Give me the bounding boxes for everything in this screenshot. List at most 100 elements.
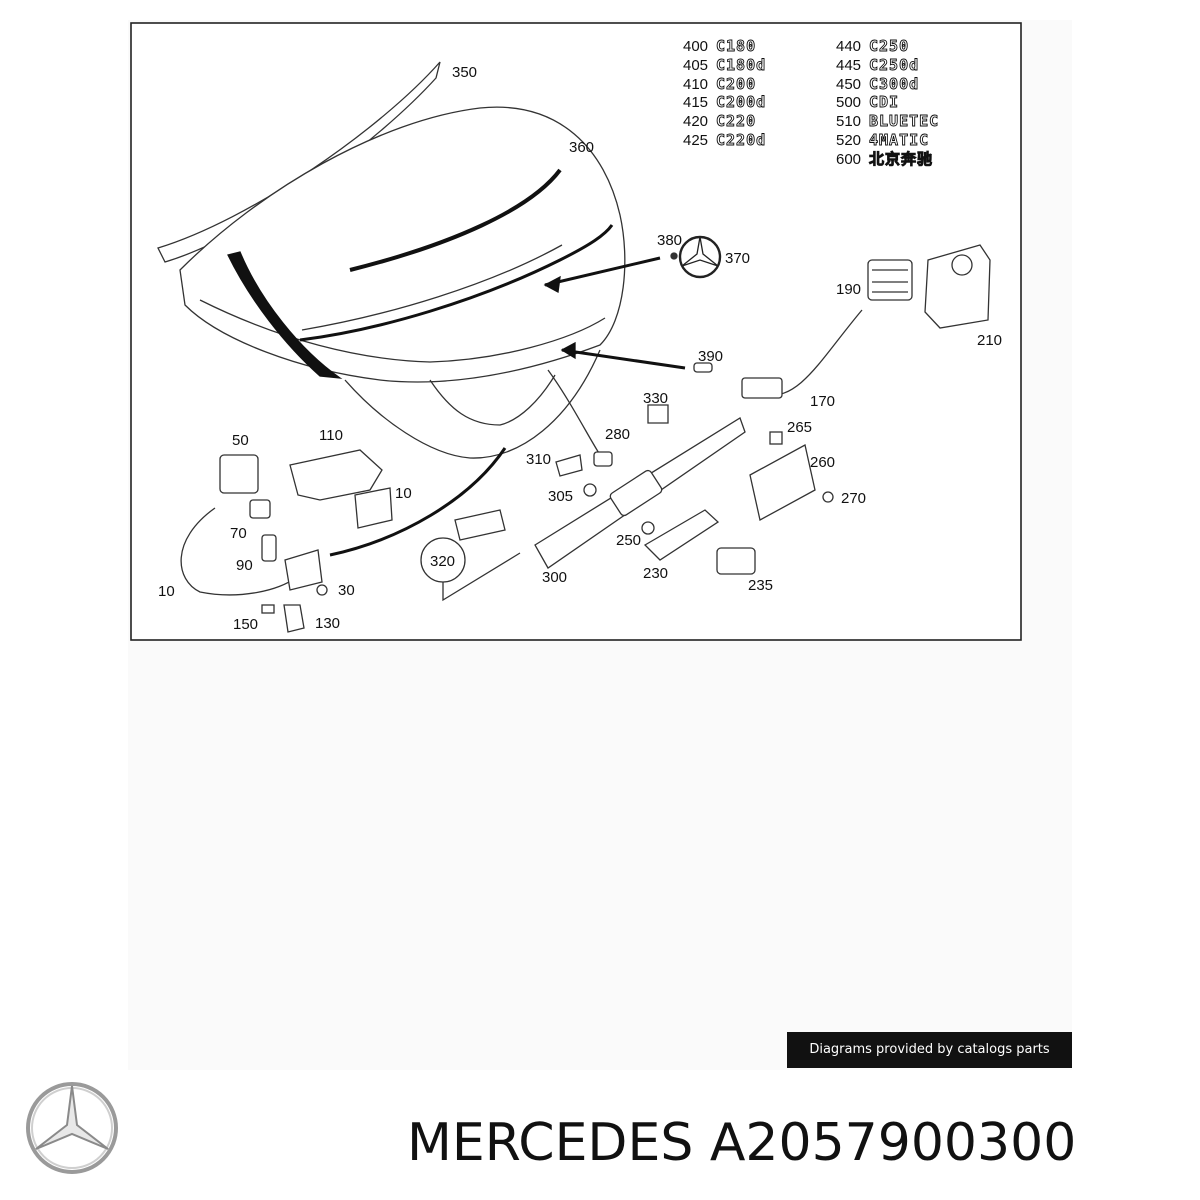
trunk-lid-outline — [179, 106, 626, 383]
black-trim-strip — [227, 251, 343, 379]
lock-10a — [354, 487, 393, 529]
camera-230 — [643, 509, 720, 561]
badge-num-410: 410 — [683, 76, 708, 93]
callout-270: 270 — [841, 490, 866, 507]
badge-num-420: 420 — [683, 113, 708, 130]
badge-num-520: 520 — [836, 132, 861, 149]
sweep-line — [329, 447, 507, 557]
badge-label-445: C250d — [869, 56, 919, 74]
switch-235 — [716, 547, 756, 575]
badge-num-510: 510 — [836, 113, 861, 130]
rod-connector — [593, 451, 613, 467]
callout-280: 280 — [605, 426, 630, 443]
handle-window — [609, 469, 663, 517]
actuator-detail — [872, 269, 908, 293]
badge-legend-left: 400 C180 405 C180d 410 C200 415 C200d 42… — [683, 37, 766, 150]
callout-380: 380 — [657, 232, 682, 249]
badge-num-405: 405 — [683, 57, 708, 74]
badge-label-600: 北京奔驰 — [869, 150, 933, 168]
pin-390 — [693, 362, 713, 373]
badge-label-425: C220d — [716, 131, 766, 149]
callout-210: 210 — [977, 332, 1002, 349]
badge-label-410: C200 — [716, 75, 756, 93]
badge-num-600: 600 — [836, 151, 861, 168]
callout-310: 310 — [526, 451, 551, 468]
callout-320: 320 — [430, 553, 455, 570]
module-cap — [951, 254, 973, 276]
screw-270 — [822, 491, 834, 503]
callout-170: 170 — [810, 393, 835, 410]
mercedes-star-icon — [26, 1082, 118, 1174]
callout-265: 265 — [787, 419, 812, 436]
badge-label-420: C220 — [716, 112, 756, 130]
callout-235: 235 — [748, 577, 773, 594]
clip-380 — [670, 252, 678, 260]
trunk-lid-drawing — [157, 61, 991, 633]
callout-110: 110 — [319, 427, 343, 444]
callout-360: 360 — [569, 139, 594, 156]
callout-150: 150 — [233, 616, 258, 633]
badge-label-520: 4MATIC — [869, 131, 929, 149]
trunk-lid-crease-2 — [301, 244, 563, 331]
badge-num-440: 440 — [836, 38, 861, 55]
label-320-card — [454, 509, 506, 541]
callout-330: 330 — [643, 390, 668, 407]
part-70 — [249, 499, 271, 519]
badge-legend-right: 440 C250 445 C250d 450 C300d 500 CDI 510… — [836, 37, 939, 169]
badge-num-400: 400 — [683, 38, 708, 55]
callout-260: 260 — [810, 454, 835, 471]
callout-30: 30 — [338, 582, 355, 599]
callout-370: 370 — [725, 250, 750, 267]
module-210 — [924, 244, 991, 329]
callout-130: 130 — [315, 615, 340, 632]
bolt-150 — [261, 604, 275, 614]
callout-10a: 10 — [395, 485, 412, 502]
callout-50: 50 — [232, 432, 249, 449]
arrow-pin-head — [560, 341, 576, 360]
grommet-250 — [641, 521, 655, 535]
plate-recess — [429, 374, 556, 426]
callout-10b: 10 — [158, 583, 175, 600]
badge-label-510: BLUETEC — [869, 112, 939, 130]
badge-num-450: 450 — [836, 76, 861, 93]
bracket-310 — [555, 454, 583, 477]
callout-350: 350 — [452, 64, 477, 81]
badge-label-450: C300d — [869, 75, 919, 93]
badge-label-400: C180 — [716, 37, 756, 55]
badge-num-425: 425 — [683, 132, 708, 149]
emblem-star — [681, 236, 719, 267]
callout-305: 305 — [548, 488, 573, 505]
clip-330 — [647, 404, 669, 424]
plate-holder-260 — [749, 444, 816, 521]
arrow-star — [544, 256, 661, 287]
lower-trunk-panel — [344, 349, 601, 459]
actuator-190 — [867, 259, 913, 301]
latch-170 — [741, 377, 783, 399]
badge-num-415: 415 — [683, 94, 708, 111]
lock-50 — [219, 454, 259, 494]
latch-10b — [284, 549, 323, 591]
cover-110 — [289, 449, 383, 501]
clip-265 — [769, 431, 783, 445]
badge-label-500: CDI — [869, 93, 899, 111]
arrow-pin — [561, 348, 686, 370]
badge-num-445: 445 — [836, 57, 861, 74]
badge-label-415: C200d — [716, 93, 766, 111]
bumper-90 — [261, 534, 277, 562]
cable-10b — [180, 507, 296, 596]
diagram-credit-banner: Diagrams provided by catalogs parts — [787, 1032, 1072, 1068]
bracket-320 — [442, 552, 521, 602]
seal-strip — [349, 168, 562, 272]
screw-305 — [583, 483, 597, 497]
callout-250: 250 — [616, 532, 641, 549]
cap-130 — [283, 604, 305, 633]
brand-part-number: MERCEDES A2057900300 — [407, 1113, 1077, 1173]
callout-90: 90 — [236, 557, 253, 574]
screw-30 — [316, 584, 328, 596]
badge-label-405: C180d — [716, 56, 766, 74]
badge-num-500: 500 — [836, 94, 861, 111]
callout-70: 70 — [230, 525, 247, 542]
trunk-lid-crease — [299, 224, 614, 342]
trunk-lid-inner-line — [199, 299, 606, 363]
